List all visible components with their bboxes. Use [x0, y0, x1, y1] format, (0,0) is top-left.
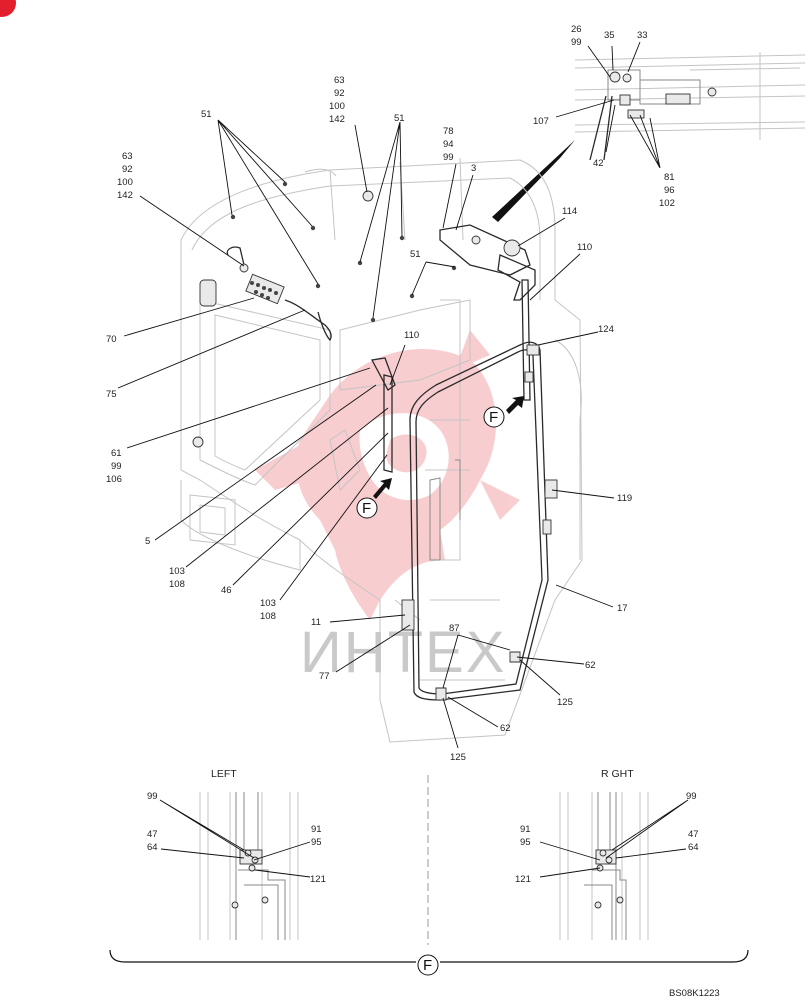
label-103-a: 103: [169, 566, 185, 577]
label-114: 114: [562, 206, 577, 217]
label-102: 102: [659, 198, 675, 209]
label-119: 119: [617, 493, 632, 504]
label-125-b: 125: [450, 752, 466, 763]
label-62-a: 62: [585, 660, 596, 671]
watermark-emblem: [255, 330, 520, 620]
small-parts: [192, 181, 558, 701]
view-marker-f-right: [483, 406, 505, 428]
label-99-a: 99: [571, 37, 582, 48]
label-94: 94: [443, 139, 454, 150]
detail-left-label-95: 95: [311, 837, 322, 848]
label-61: 61: [111, 448, 122, 459]
detail-right-label-47: 47: [688, 829, 699, 840]
label-62-b: 62: [500, 723, 511, 734]
view-marker-f-left-text: F: [362, 500, 371, 517]
label-125-a: 125: [557, 697, 573, 708]
label-11: 11: [311, 617, 321, 628]
watermark-text: ИНТЕХ: [300, 620, 506, 685]
corner-logo-icon: [0, 0, 16, 17]
label-81: 81: [664, 172, 675, 183]
label-87: 87: [449, 623, 460, 634]
label-99-b: 99: [443, 152, 454, 163]
top-right-inset: [574, 52, 806, 161]
label-51-a: 51: [201, 109, 212, 120]
direction-arrow-wedge: [492, 140, 575, 222]
label-110-b: 110: [404, 330, 419, 341]
view-arrow-f-right: [506, 396, 524, 414]
detail-left-label-121: 121: [310, 874, 326, 885]
detail-left-label-91: 91: [311, 824, 322, 835]
view-marker-f-left: [356, 497, 378, 519]
drawing-code: BS08K1223: [669, 988, 720, 999]
detail-left: LEFT 99 47 64 91 95 121: [147, 768, 326, 940]
detail-right-title: R GHT: [601, 768, 634, 780]
label-3: 3: [471, 163, 476, 174]
label-100-b: 100: [117, 177, 133, 188]
cab-outline: [180, 157, 583, 743]
label-100-a: 100: [329, 101, 345, 112]
label-26: 26: [571, 24, 582, 35]
label-142-b: 142: [117, 190, 133, 201]
view-marker-f-bottom: [417, 954, 439, 976]
view-marker-f-bottom-text: F: [423, 957, 432, 974]
label-78: 78: [443, 126, 454, 137]
label-108-a: 108: [169, 579, 185, 590]
detail-left-label-47: 47: [147, 829, 158, 840]
label-110-a: 110: [577, 242, 592, 253]
label-46: 46: [221, 585, 232, 596]
detail-right-label-91: 91: [520, 824, 531, 835]
label-106: 106: [106, 474, 122, 485]
leader-lines: [117, 41, 661, 749]
detail-left-label-64: 64: [147, 842, 158, 853]
label-51-b: 51: [394, 113, 405, 124]
detail-right-label-95: 95: [520, 837, 531, 848]
callout-labels: 26 99 35 33 107 42 81 96 102 63 92 100 1…: [106, 24, 675, 763]
detail-right-label-99: 99: [686, 791, 697, 802]
label-70: 70: [106, 334, 117, 345]
view-marker-f-right-text: F: [489, 409, 498, 426]
label-77: 77: [319, 671, 330, 682]
detail-right-label-64: 64: [688, 842, 699, 853]
label-75: 75: [106, 389, 117, 400]
label-17: 17: [617, 603, 628, 614]
view-arrow-f-left: [373, 478, 392, 499]
label-92-b: 92: [122, 164, 133, 175]
label-108-b: 108: [260, 611, 276, 622]
detail-left-title: LEFT: [211, 768, 237, 780]
label-142-a: 142: [329, 114, 345, 125]
label-92-a: 92: [334, 88, 345, 99]
label-35: 35: [604, 30, 615, 41]
detail-brace: [109, 949, 749, 963]
label-5: 5: [145, 536, 150, 547]
rod-assemblies: [370, 224, 536, 473]
label-33: 33: [637, 30, 648, 41]
label-96: 96: [664, 185, 675, 196]
label-99-c: 99: [111, 461, 122, 472]
detail-right: R GHT 99 47 64 91 95 121: [515, 768, 699, 940]
label-107: 107: [533, 116, 549, 127]
label-103-b: 103: [260, 598, 276, 609]
label-42: 42: [593, 158, 604, 169]
detail-left-label-99: 99: [147, 791, 158, 802]
label-63-b: 63: [122, 151, 133, 162]
label-63-a: 63: [334, 75, 345, 86]
detail-right-label-121: 121: [515, 874, 531, 885]
label-51-c: 51: [410, 249, 421, 260]
label-124: 124: [598, 324, 614, 335]
